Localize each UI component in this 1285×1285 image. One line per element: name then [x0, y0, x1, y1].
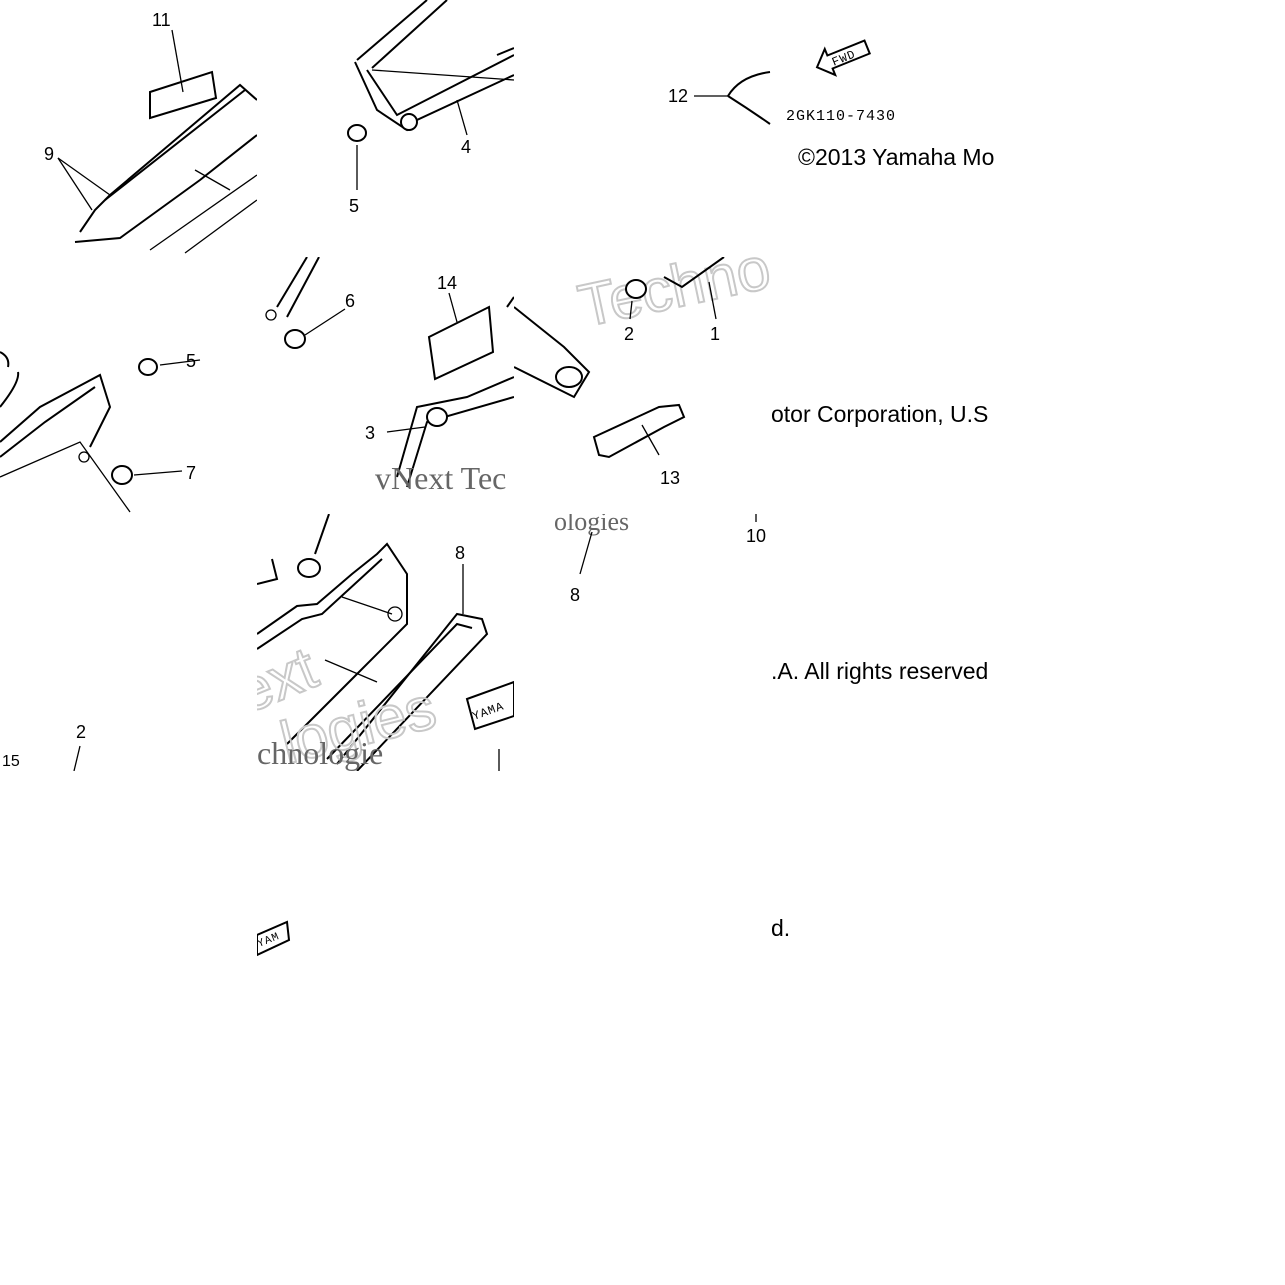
- part-label-12: 12: [668, 86, 688, 106]
- part-label-1: 1: [710, 324, 720, 344]
- diagram-tile-stay: 4 5: [257, 0, 514, 257]
- part-label-2: 2: [624, 324, 634, 344]
- part-label-8: 8: [455, 543, 465, 563]
- watermark-techno: Techno: [573, 257, 771, 340]
- watermark-ologies: ologies: [554, 514, 629, 536]
- diagram-tile-clamp: Techno 2 1 13: [514, 257, 771, 514]
- fwd-label: FWD: [830, 47, 858, 69]
- watermark-vnext: vNext Tec: [375, 460, 506, 496]
- part-label-10: 10: [746, 526, 766, 546]
- part-label-8b: 8: [570, 585, 580, 605]
- part-label-15: 15: [2, 753, 20, 770]
- fwd-arrow-icon: FWD: [815, 39, 872, 77]
- part-label-11: 11: [152, 10, 171, 30]
- copyright-line-2: otor Corporation, U.S: [771, 401, 989, 427]
- part-label-9: 9: [44, 144, 54, 164]
- part-label-3: 3: [365, 423, 375, 443]
- copyright-line-1: ©2013 Yamaha Mo: [798, 144, 995, 170]
- part-label-5b: 5: [186, 351, 196, 371]
- watermark-chnologie: chnologie: [257, 735, 383, 771]
- part-label-7: 7: [186, 463, 196, 483]
- diagram-tile-labels-8-10: ologies 8 10: [514, 514, 771, 614]
- diagram-tile-bracket: 6 14 3 vNext Tec: [257, 257, 514, 514]
- diagram-tile-cowl-top-left: 11 9: [0, 0, 257, 257]
- part-label-5: 5: [349, 196, 359, 216]
- part-label-2b: 2: [76, 722, 86, 742]
- copyright-line-3: .A. All rights reserved: [771, 658, 989, 684]
- diagram-tile-blank: [514, 0, 771, 257]
- diagram-tile-fwd: 12 FWD 2GK110-7430: [660, 20, 932, 130]
- diagram-tile-lower-left: 2 15: [0, 514, 257, 771]
- part-label-13: 13: [660, 468, 680, 488]
- diagram-tile-side-cover: 8 YAMA ext logies chnologie: [257, 514, 514, 771]
- diagram-tile-cowl-left: 5 7: [0, 257, 257, 514]
- part-label-14: 14: [437, 273, 457, 293]
- part-label-4: 4: [461, 137, 471, 157]
- part-code: 2GK110-7430: [786, 108, 896, 125]
- copyright-line-4: d.: [771, 915, 791, 941]
- part-label-6: 6: [345, 291, 355, 311]
- diagram-tile-decal: YAM: [257, 900, 307, 964]
